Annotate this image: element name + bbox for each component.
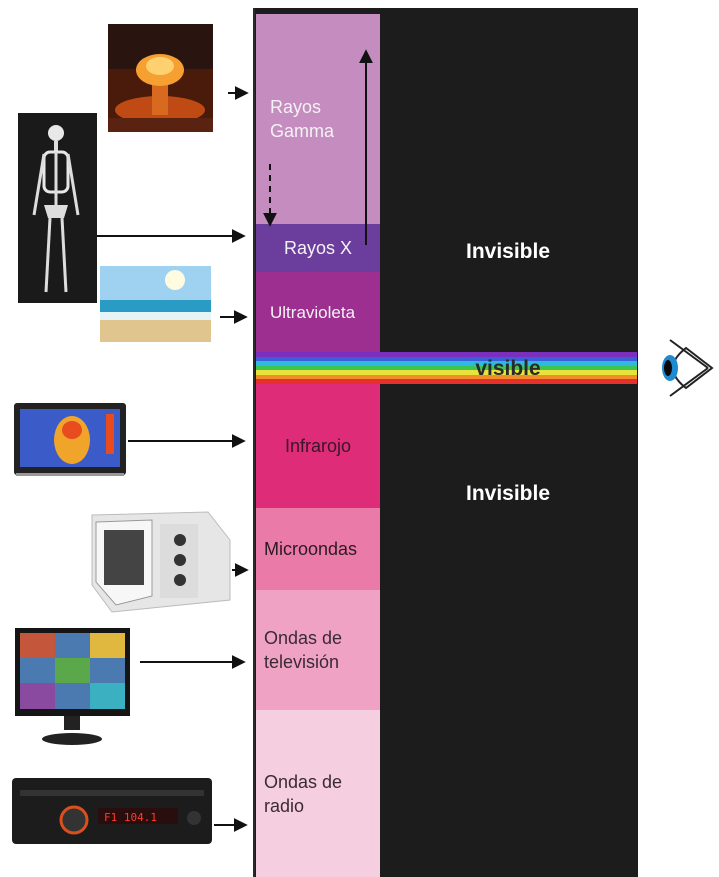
xray-skeleton-image (18, 113, 97, 303)
band-ondas-television: Ondas de televisión (256, 590, 380, 710)
microwave-oven-image (91, 511, 231, 613)
stripe-yellow (256, 370, 637, 375)
band-rayos-x: Rayos X (256, 224, 380, 272)
sunny-beach-image (100, 266, 211, 342)
invisible-label-bottom: Invisible (465, 482, 551, 505)
stripe-blue (256, 356, 637, 362)
band-ondas-radio: Ondas de radio (256, 710, 380, 877)
thermal-camera-image (14, 403, 126, 476)
invisible-label-top: Invisible (465, 240, 551, 263)
band-rayos-gamma: Rayos Gamma (256, 14, 380, 224)
visible-label: visible (475, 357, 541, 380)
stripe-red (256, 379, 637, 385)
television-image (15, 628, 130, 745)
stripe-orange (256, 374, 637, 380)
band-label-ir: Infrarojo (284, 436, 352, 456)
band-label-uv: Ultravioleta (270, 303, 356, 322)
stripe-green (256, 365, 637, 371)
stripe-violet (256, 352, 637, 357)
band-label-xray: Rayos X (284, 238, 353, 258)
band-infrarojo: Infrarojo (256, 384, 380, 508)
visible-spectrum-stripe (256, 352, 637, 385)
nuclear-explosion-image (108, 24, 213, 132)
band-label-tv: Ondas de televisión (264, 628, 343, 672)
band-ultravioleta: Ultravioleta (256, 272, 380, 354)
eye-icon (662, 339, 714, 397)
svg-text:F1 104.1: F1 104.1 (104, 811, 157, 824)
band-label-micro: Microondas (264, 539, 358, 559)
band-microondas: Microondas (256, 508, 380, 590)
stripe-cyan (256, 361, 637, 366)
band-label-gamma: Rayos Gamma (270, 97, 335, 141)
car-radio-image: F1 104.1 (12, 778, 212, 844)
band-label-radio: Ondas de radio (264, 771, 343, 816)
